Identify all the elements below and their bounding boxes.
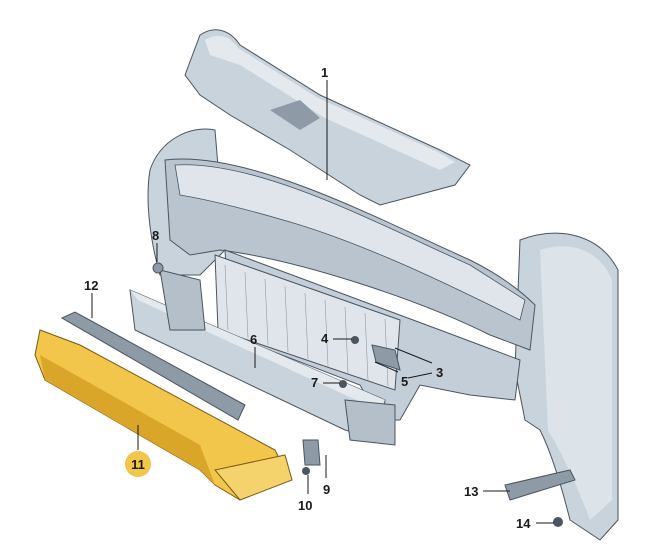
callout-6: 6 bbox=[250, 332, 257, 347]
front-body-upper bbox=[174, 164, 526, 321]
radiator bbox=[214, 254, 401, 391]
right-crash-box bbox=[344, 399, 396, 446]
callout-1: 1 bbox=[321, 65, 328, 80]
callout-8: 8 bbox=[152, 228, 159, 243]
foam-strip bbox=[60, 311, 246, 421]
cowl-panel-ridge bbox=[270, 100, 320, 130]
bolt-14 bbox=[553, 517, 563, 527]
energy-absorber-face bbox=[40, 355, 215, 485]
callout-13: 13 bbox=[464, 484, 478, 499]
bracket-9 bbox=[302, 439, 321, 466]
callout-12: 12 bbox=[84, 278, 98, 293]
callout-3: 3 bbox=[436, 365, 443, 380]
callout-4: 4 bbox=[321, 331, 329, 346]
callout-10: 10 bbox=[298, 498, 312, 513]
radiator-fins bbox=[224, 264, 389, 387]
latch-3 bbox=[371, 344, 401, 371]
energy-absorber-end bbox=[214, 454, 293, 501]
callout-9: 9 bbox=[323, 482, 330, 497]
bolt-7 bbox=[339, 380, 347, 388]
cowl-panel-top bbox=[205, 35, 455, 171]
callout-11: 11 bbox=[131, 457, 145, 472]
bolt-4 bbox=[351, 336, 359, 344]
left-crash-box bbox=[159, 269, 206, 331]
callout-14: 14 bbox=[516, 516, 531, 531]
badge-11 bbox=[125, 451, 151, 477]
nut-8 bbox=[152, 262, 164, 274]
leader-lines bbox=[91, 80, 554, 524]
bolt-10 bbox=[302, 467, 310, 475]
callout-5: 5 bbox=[401, 374, 408, 389]
callout-7: 7 bbox=[311, 375, 318, 390]
bracket-13 bbox=[504, 469, 576, 501]
right-fender-shade bbox=[540, 246, 612, 520]
energy-absorber bbox=[34, 329, 291, 501]
